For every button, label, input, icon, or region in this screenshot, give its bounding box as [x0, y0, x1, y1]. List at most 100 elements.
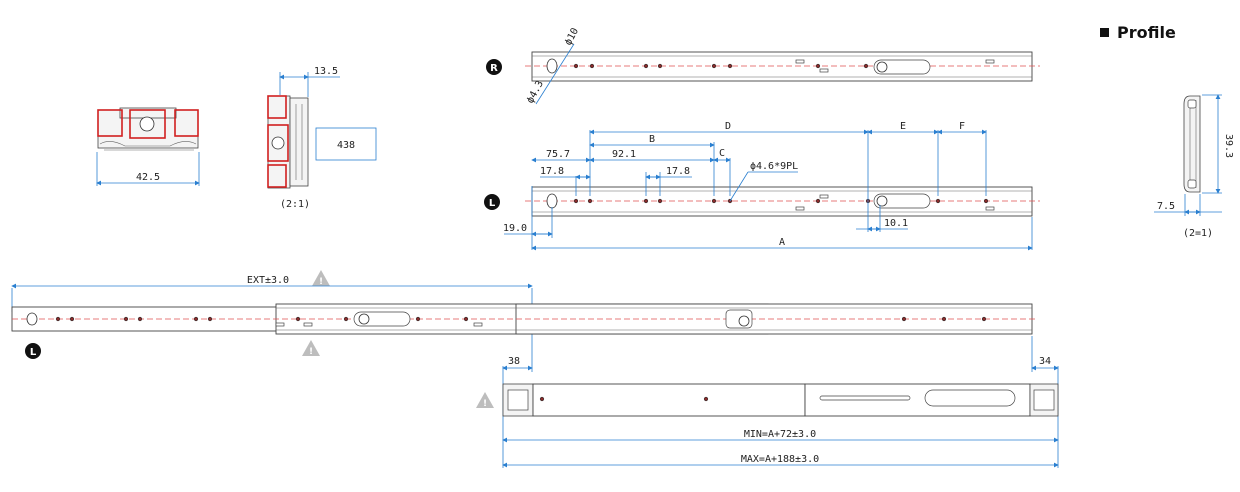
l-hole: [815, 198, 821, 204]
spacing-a-label: 17.8: [540, 166, 564, 177]
front-spring-contour: [99, 141, 197, 147]
side-rail: [289, 97, 309, 187]
a-hole: [415, 316, 421, 322]
left-rail-body: [531, 186, 1033, 217]
a-hole: [69, 316, 75, 322]
a-hole: [207, 316, 213, 322]
assembly-disconnect-bore: [738, 315, 750, 327]
dim-a-label: A: [779, 237, 785, 248]
r-hole: [573, 63, 579, 69]
r-small-slot: [795, 59, 805, 64]
assembly-latch-bore: [358, 313, 370, 325]
r-hole-dia-label: ϕ10: [563, 26, 581, 47]
side-note-box: [315, 127, 377, 161]
bottom-long-slot: [924, 389, 1016, 407]
l-hole: [935, 198, 941, 204]
l-hole: [983, 198, 989, 204]
l-hole: [711, 198, 717, 204]
right-rail-holes: [573, 63, 869, 69]
badge-left-bottom-text: L: [30, 347, 37, 358]
a-small-slot: [473, 322, 483, 327]
section-view-side: 13.5 438 (2:1): [267, 66, 377, 210]
title-square-icon: [1100, 28, 1109, 37]
l-hole: [657, 198, 663, 204]
ext-dim-label: EXT±3.0: [247, 275, 289, 286]
r-small-slot: [985, 59, 995, 64]
l-small-slot: [795, 206, 805, 211]
bottom-right-bracket-inner: [1033, 389, 1055, 411]
a-hole: [941, 316, 947, 322]
side-bore: [271, 136, 285, 150]
bottom-left-end-label: 38: [508, 356, 520, 367]
side-red-middle: [267, 124, 289, 162]
side-note-label: 438: [337, 140, 355, 151]
spacing-b-label: 17.8: [666, 166, 690, 177]
offset-end-label: 10.1: [884, 218, 908, 229]
pitch-a-label: 75.7: [546, 149, 570, 160]
badge-left-top: L: [484, 194, 500, 210]
r-latch-bore: [876, 61, 888, 73]
bottom-panel-left: [532, 383, 806, 417]
warning-middle: !: [302, 340, 320, 357]
a-hole: [193, 316, 199, 322]
r-small-slot: [819, 68, 829, 73]
r-hole: [643, 63, 649, 69]
front-red-center: [129, 109, 166, 139]
r-dia-leader: [535, 43, 575, 105]
assembly-holes: [55, 316, 987, 322]
dim-c-label: C: [719, 148, 725, 159]
side-offset-label: 13.5: [314, 66, 338, 77]
front-red-left: [97, 109, 123, 137]
holes-callout-label: ϕ4.6*9PL: [750, 161, 798, 172]
l-small-slot: [985, 206, 995, 211]
warning-bottom: !: [476, 392, 494, 409]
a-small-slot: [275, 322, 285, 327]
a-hole: [123, 316, 129, 322]
extended-assembly: ! EXT±3.0: [11, 270, 1036, 372]
bottom-hole: [703, 396, 709, 402]
r-slot-dia-label: ϕ4.3: [525, 79, 546, 105]
a-hole: [137, 316, 143, 322]
bottom-left-bracket-inner: [507, 389, 529, 411]
right-scale-label: (2=1): [1183, 228, 1213, 239]
profile-width-label: 7.5: [1157, 201, 1175, 212]
dim-e-label: E: [900, 121, 906, 132]
left-rail-view: L: [484, 121, 1040, 251]
dim-d-label: D: [725, 121, 731, 132]
r-hole: [863, 63, 869, 69]
offset-start-label: 19.0: [503, 223, 527, 234]
profile-top-lip: [1187, 99, 1197, 109]
l-latch-bore: [876, 195, 888, 207]
min-length-label: MIN=A+72±3.0: [744, 429, 816, 440]
r-hole: [657, 63, 663, 69]
profile-outer: [1183, 95, 1201, 193]
r-hole: [815, 63, 821, 69]
left-rail-holes: [573, 198, 989, 204]
max-length-label: MAX=A+188±3.0: [741, 454, 819, 465]
l-hole: [643, 198, 649, 204]
badge-right: R: [486, 59, 502, 75]
holes-leader: [729, 171, 749, 202]
profile-height-label: 39.3: [1223, 134, 1234, 158]
right-rail-end-slot: [546, 58, 558, 74]
bottom-right-end-label: 34: [1039, 356, 1051, 367]
a-hole: [901, 316, 907, 322]
l-small-slot: [819, 194, 829, 199]
section-view-front: 42.5: [96, 107, 200, 186]
left-rail-end-slot: [546, 193, 558, 209]
badge-left-top-text: L: [489, 198, 496, 209]
right-rail-view: R ϕ10 ϕ4.3: [486, 26, 1040, 105]
l-hole: [573, 198, 579, 204]
front-center-bore: [139, 116, 155, 132]
badge-left-bottom: L: [25, 343, 41, 359]
r-hole: [711, 63, 717, 69]
warning-top: !: [312, 270, 330, 287]
dim-b-label: B: [649, 134, 655, 145]
right-rail-body: [531, 51, 1033, 82]
badge-right-text: R: [490, 63, 498, 74]
warning-top-text: !: [319, 277, 323, 287]
warning-bottom-text: !: [483, 399, 487, 409]
bottom-view: 38 34 ! MIN=A+72±3.0 MAX=A+188±3.0: [476, 336, 1059, 468]
title-text: Profile: [1117, 23, 1176, 42]
r-hole: [727, 63, 733, 69]
